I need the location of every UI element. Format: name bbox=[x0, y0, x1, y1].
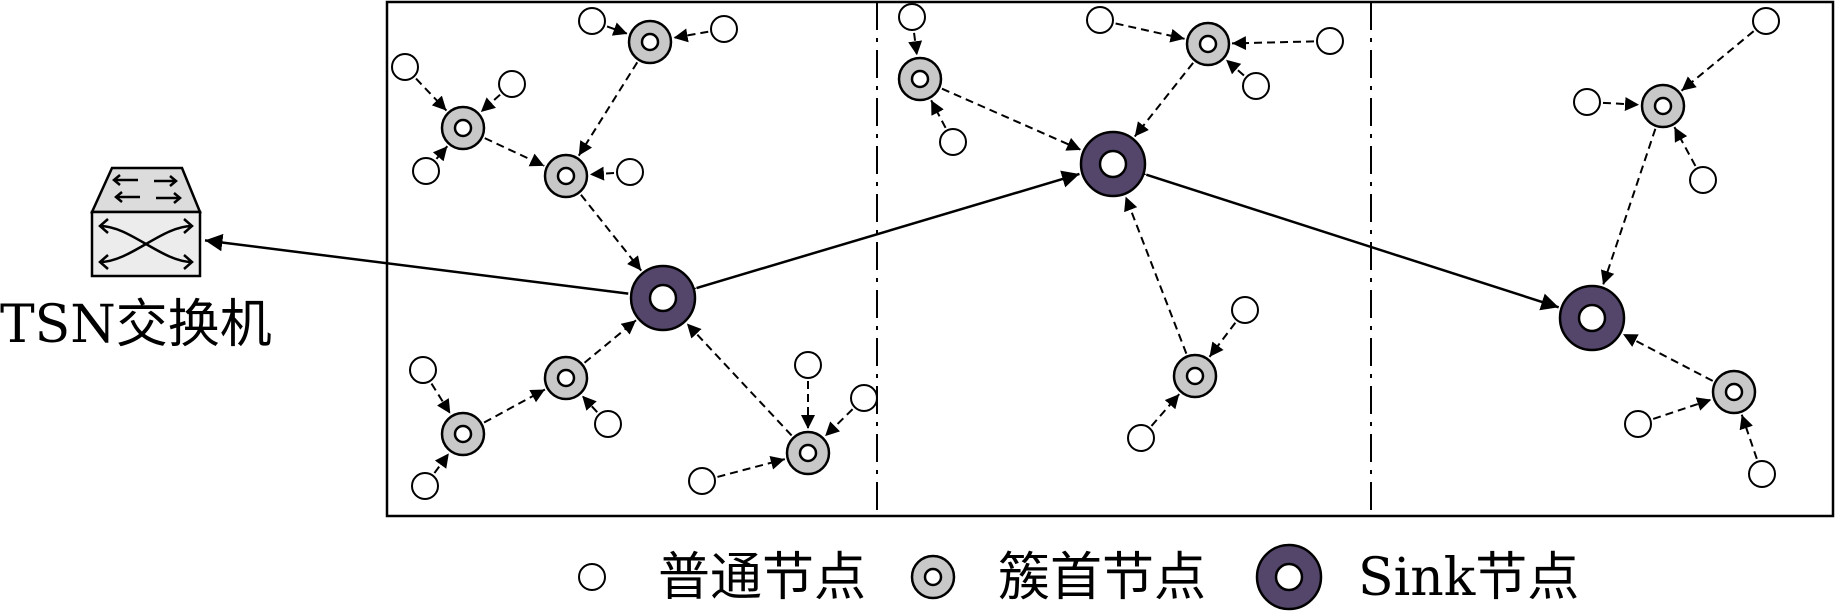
legend-label-sink: Sink节点 bbox=[1358, 548, 1580, 608]
region-frame bbox=[385, 0, 1835, 518]
normal-node-10 bbox=[794, 351, 822, 379]
link-n5-to-c3 bbox=[673, 28, 709, 43]
normal-node-7 bbox=[409, 356, 437, 384]
link-c3-to-c2 bbox=[577, 61, 639, 157]
sink-node-1 bbox=[629, 264, 697, 332]
link-n3-to-c1 bbox=[432, 145, 449, 162]
cluster-head-node-3 bbox=[627, 19, 673, 65]
sink-node-2 bbox=[1079, 130, 1147, 198]
normal-node-12 bbox=[688, 467, 716, 495]
normal-node-3 bbox=[412, 157, 440, 185]
normal-node-14 bbox=[939, 128, 967, 156]
legend-label-cluster: 簇首节点 bbox=[998, 548, 1207, 608]
link-c11-to-s3 bbox=[1622, 333, 1714, 382]
legend-symbols bbox=[578, 543, 1323, 611]
cluster-head-node-6 bbox=[785, 430, 831, 476]
link-c1-to-c2 bbox=[484, 137, 545, 167]
legend-symbol-cluster bbox=[910, 554, 956, 600]
normal-node-1 bbox=[391, 53, 419, 81]
normal-node-23 bbox=[1624, 410, 1652, 438]
cluster-head-node-7 bbox=[897, 56, 943, 102]
link-n16-to-c8 bbox=[1231, 36, 1315, 51]
link-n15-to-c8 bbox=[1115, 22, 1185, 43]
link-n14-to-c7 bbox=[930, 99, 947, 129]
backbone-link-s1-sw bbox=[204, 233, 629, 295]
normal-node-5 bbox=[710, 15, 738, 43]
link-n6-to-c2 bbox=[589, 166, 615, 181]
link-c10-to-s3 bbox=[1600, 128, 1657, 286]
link-n4-to-c3 bbox=[606, 22, 628, 36]
link-n18-to-c9 bbox=[1208, 322, 1237, 358]
cluster-head-node-4 bbox=[543, 355, 589, 401]
link-n24-to-c11 bbox=[1739, 414, 1758, 460]
link-n13-to-c7 bbox=[908, 32, 923, 56]
cluster-head-node-1 bbox=[440, 105, 486, 151]
switch-top-face bbox=[90, 166, 202, 214]
normal-node-9 bbox=[594, 410, 622, 438]
link-n12-to-c6 bbox=[717, 455, 786, 478]
normal-node-8 bbox=[411, 472, 439, 500]
normal-node-11 bbox=[850, 384, 878, 412]
link-n22-to-c10 bbox=[1673, 126, 1697, 167]
network-switch-icon bbox=[90, 166, 202, 278]
normal-node-21 bbox=[1573, 88, 1601, 116]
link-c8-to-s2 bbox=[1133, 62, 1194, 138]
backbone-link-s1-s2 bbox=[677, 170, 1080, 302]
link-n9-to-c4 bbox=[581, 395, 598, 413]
legend-label-normal: 普通节点 bbox=[658, 548, 867, 608]
switch-front-face bbox=[90, 210, 202, 278]
cluster-head-node-11 bbox=[1711, 369, 1757, 415]
link-n21-to-c10 bbox=[1602, 97, 1640, 111]
cluster-head-node-2 bbox=[543, 153, 589, 199]
normal-node-18 bbox=[1231, 296, 1259, 324]
cluster-head-node-9 bbox=[1172, 353, 1218, 399]
link-n17-to-c8 bbox=[1225, 59, 1245, 77]
switch-front-arrows bbox=[98, 218, 194, 270]
normal-node-13 bbox=[898, 3, 926, 31]
legend-symbol-normal bbox=[578, 563, 606, 591]
link-c2-to-s1 bbox=[580, 194, 643, 272]
cluster-head-node-10 bbox=[1640, 83, 1686, 129]
link-n23-to-c11 bbox=[1652, 397, 1712, 420]
switch-label: TSN交换机 bbox=[0, 295, 272, 355]
cluster-head-node-8 bbox=[1185, 21, 1231, 67]
normal-node-2 bbox=[498, 70, 526, 98]
normal-node-20 bbox=[1752, 7, 1780, 35]
links bbox=[204, 22, 1758, 478]
link-c5-to-c4 bbox=[483, 388, 546, 424]
link-n1-to-c1 bbox=[415, 77, 448, 112]
normal-node-22 bbox=[1689, 166, 1717, 194]
normal-node-17 bbox=[1242, 72, 1270, 100]
legend-symbol-sink bbox=[1255, 543, 1323, 611]
link-n19-to-c9 bbox=[1150, 393, 1180, 427]
region-border bbox=[385, 0, 1835, 518]
link-n7-to-c5 bbox=[430, 383, 452, 415]
link-c9-to-s2 bbox=[1124, 196, 1188, 354]
normal-node-6 bbox=[616, 158, 644, 186]
link-c6-to-s1 bbox=[686, 322, 793, 437]
normal-node-15 bbox=[1086, 6, 1114, 34]
link-n8-to-c5 bbox=[433, 452, 450, 474]
normal-node-24 bbox=[1748, 460, 1776, 488]
normal-node-16 bbox=[1316, 27, 1344, 55]
link-n11-to-c6 bbox=[824, 408, 854, 437]
backbone-link-s2-s3 bbox=[1126, 161, 1560, 311]
normal-node-4 bbox=[578, 7, 606, 35]
link-n20-to-c10 bbox=[1680, 30, 1755, 92]
link-c4-to-s1 bbox=[583, 319, 637, 364]
sink-node-3 bbox=[1558, 284, 1626, 352]
cluster-head-node-5 bbox=[440, 411, 486, 457]
nodes bbox=[391, 3, 1780, 500]
switch-top-arrows bbox=[112, 174, 182, 204]
normal-node-19 bbox=[1127, 424, 1155, 452]
link-n2-to-c1 bbox=[480, 93, 501, 113]
